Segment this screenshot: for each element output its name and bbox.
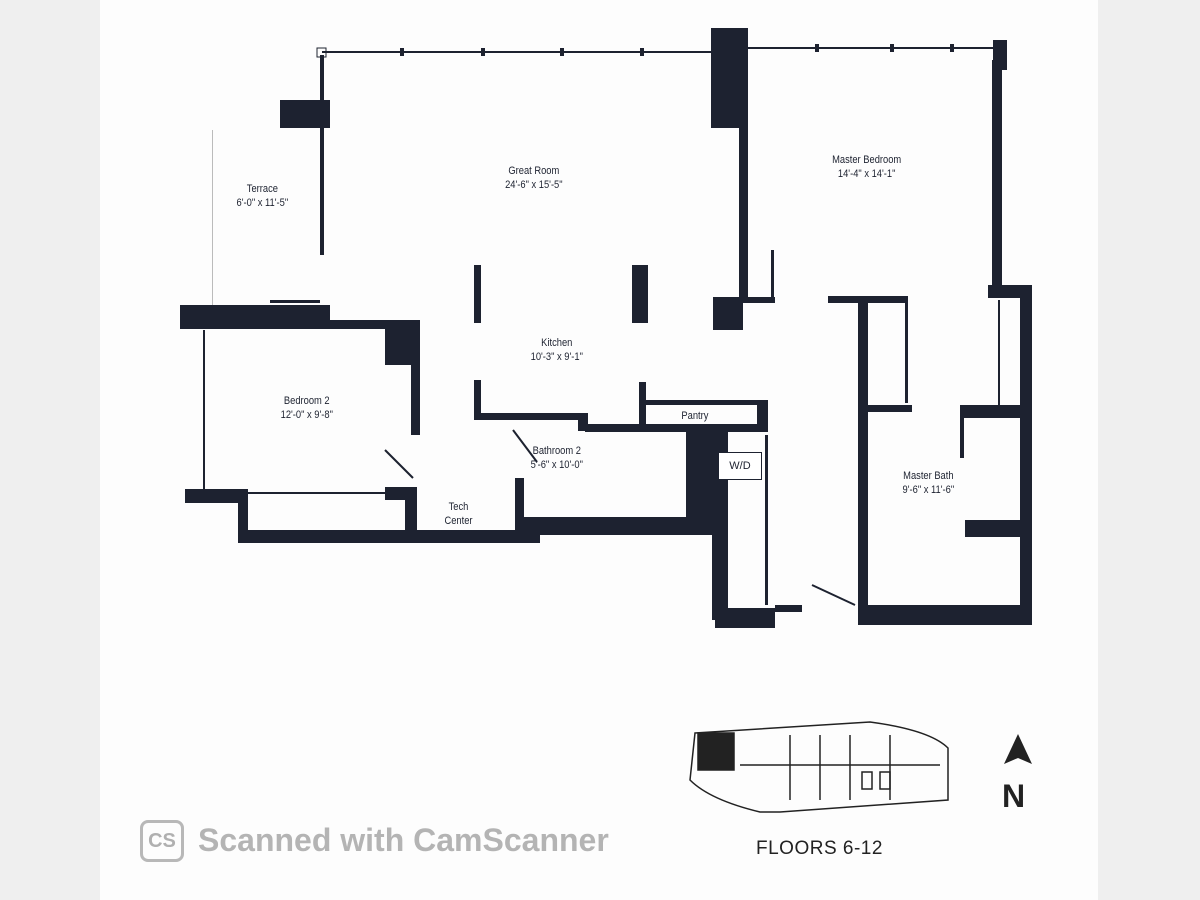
key-plan <box>689 721 949 813</box>
room-label-bedroom-2: Bedroom 2 12'-0" x 9'-8" <box>281 394 333 422</box>
room-dimensions: 10'-3" x 9'-1" <box>530 351 583 363</box>
room-label-master-bath: Master Bath 9'-6" x 11'-6" <box>903 469 955 497</box>
key-plan-label: FLOORS 6-12 <box>756 838 883 859</box>
tech-center-line-2: Center <box>444 515 473 527</box>
room-label-great-room: Great Room 24'-6" x 15'-5" <box>505 164 563 192</box>
north-label: N <box>1002 778 1026 814</box>
room-name: Master Bath <box>903 470 954 482</box>
room-label-kitchen: Kitchen 10'-3" x 9'-1" <box>531 336 583 364</box>
room-dimensions: 6'-0" x 11'-5" <box>236 197 289 209</box>
room-name: Terrace <box>246 183 278 195</box>
watermark-text: Scanned with CamScanner <box>198 822 609 858</box>
camscanner-logo-icon: CS <box>140 820 184 862</box>
room-label-master-bedroom: Master Bedroom 14'-4" x 14'-1" <box>832 153 901 181</box>
north-arrow-icon <box>1004 734 1032 764</box>
room-name: Master Bedroom <box>832 154 902 166</box>
floor-plan-sheet <box>100 0 1098 900</box>
room-name: Bathroom 2 <box>532 445 581 457</box>
room-label-terrace: Terrace 6'-0" x 11'-5" <box>237 182 289 210</box>
room-dimensions: 9'-6" x 11'-6" <box>902 484 955 496</box>
pantry-label: Pantry <box>681 410 709 422</box>
room-dimensions: 14'-4" x 14'-1" <box>837 168 896 180</box>
walls <box>180 28 1032 628</box>
room-dimensions: 24'-6" x 15'-5" <box>505 179 563 191</box>
room-name: Kitchen <box>541 337 573 349</box>
washer-dryer: W/D <box>718 452 762 480</box>
room-dimensions: 5'-6" x 10'-0" <box>530 459 583 471</box>
room-dimensions: 12'-0" x 9'-8" <box>280 409 333 421</box>
room-name: Great Room <box>508 165 560 177</box>
tech-center-line-1: Tech <box>448 501 469 513</box>
room-name: Bedroom 2 <box>283 395 330 407</box>
room-label-bathroom-2: Bathroom 2 5'-6" x 10'-0" <box>531 444 583 472</box>
